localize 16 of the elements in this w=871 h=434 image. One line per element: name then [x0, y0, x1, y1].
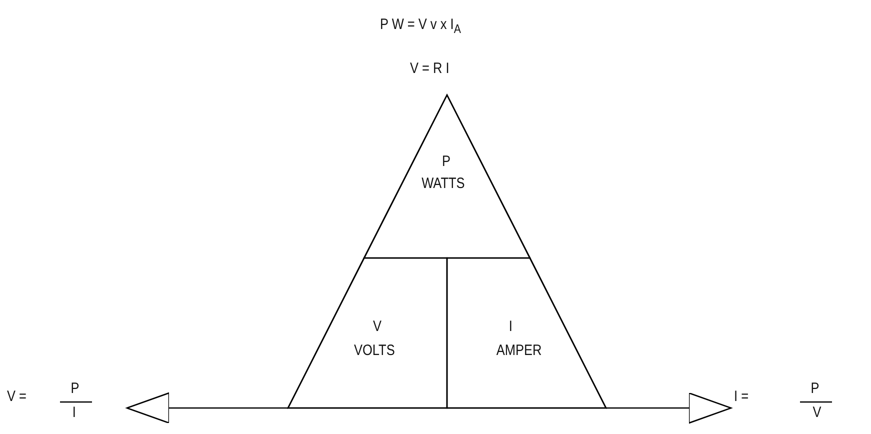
formula-text: V = — [7, 388, 26, 406]
unit-label: AMPER — [496, 342, 542, 360]
formula-text: I = — [734, 388, 749, 406]
formula-text: P W = V v x I$_{A}$ — [380, 16, 461, 38]
denominator: V — [812, 404, 822, 422]
unit-label: VOLTS — [354, 342, 395, 360]
arrow — [606, 392, 732, 424]
quantity-symbol: P — [442, 153, 450, 171]
quantity-symbol: V — [373, 318, 382, 336]
unit-label: WATTS — [422, 175, 465, 193]
arrow — [126, 392, 288, 424]
numerator: P — [810, 380, 820, 398]
formula-text: V = R I — [410, 60, 450, 78]
denominator: I — [72, 404, 76, 422]
quantity-symbol: I — [508, 318, 512, 336]
numerator: P — [70, 380, 80, 398]
